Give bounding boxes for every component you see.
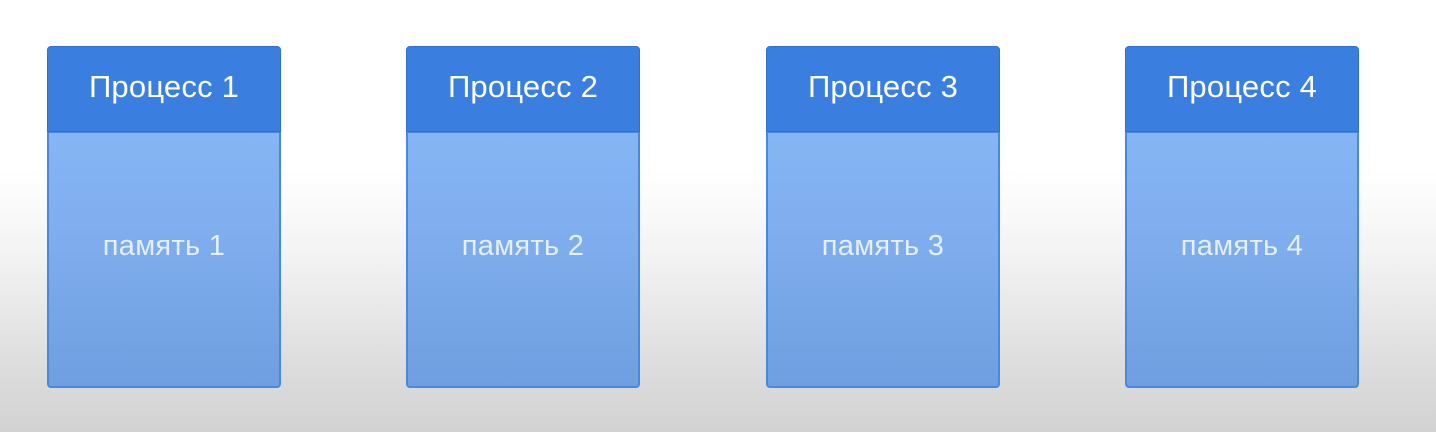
process-memory-1: память 1 [47, 132, 281, 388]
process-block-1: Процесс 1 память 1 [47, 46, 281, 388]
process-memory-2: память 2 [406, 132, 640, 388]
process-header-2: Процесс 2 [406, 46, 640, 132]
process-block-2: Процесс 2 память 2 [406, 46, 640, 388]
process-memory-4: память 4 [1125, 132, 1359, 388]
process-block-3: Процесс 3 память 3 [766, 46, 1000, 388]
process-header-4: Процесс 4 [1125, 46, 1359, 132]
process-header-3: Процесс 3 [766, 46, 1000, 132]
process-memory-3: память 3 [766, 132, 1000, 388]
process-block-4: Процесс 4 память 4 [1125, 46, 1359, 388]
process-header-1: Процесс 1 [47, 46, 281, 132]
